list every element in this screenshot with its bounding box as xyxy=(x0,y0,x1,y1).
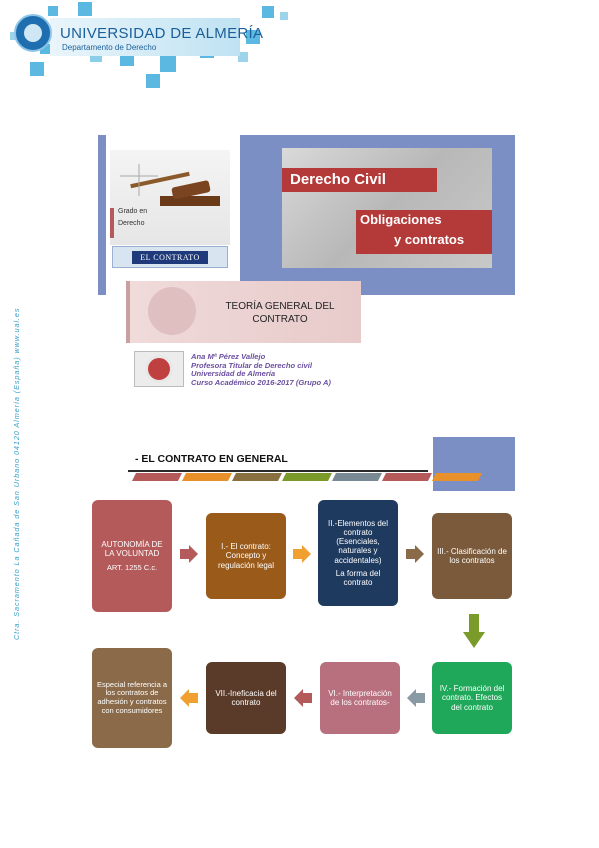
photo-caption-line2: Derecho xyxy=(118,220,145,227)
arrow-right-icon xyxy=(406,545,424,563)
flow-box-ineficacia: VII.-Ineficacia del contrato xyxy=(206,662,286,734)
arrow-right-icon xyxy=(180,545,198,563)
header-decoration xyxy=(30,62,44,76)
header-decoration xyxy=(280,12,288,20)
author-name: Ana Mª Pérez Vallejo xyxy=(191,352,266,361)
flow-box-clasificacion-text: III.- Clasificación de los contratos xyxy=(437,546,507,565)
seal-watermark-icon xyxy=(148,287,196,335)
flow-box-concepto-text: I.- El contrato: Concepto y regulación l… xyxy=(217,542,275,570)
arrow-down-icon xyxy=(463,614,485,648)
department-name: Departamento de Derecho xyxy=(62,43,157,52)
header-decoration xyxy=(160,56,176,72)
university-name: UNIVERSIDAD DE ALMERÍA xyxy=(60,25,264,42)
banner-image: Derecho Civil Obligaciones y contratos xyxy=(282,148,492,268)
flow-box-interpretacion-text: VI.- Interpretación de los contratos- xyxy=(328,688,392,707)
el-contrato-badge: EL CONTRATO xyxy=(112,246,228,268)
header-decoration xyxy=(48,6,58,16)
banner-subtitle-bg xyxy=(356,210,492,254)
header-decoration xyxy=(262,6,274,18)
author-block: Ana Mª Pérez Vallejo Profesora Titular d… xyxy=(191,352,331,387)
flow-box-elementos-forma: La forma del contrato xyxy=(335,568,381,587)
header-decoration xyxy=(146,74,160,88)
section-header-panel xyxy=(433,437,515,491)
teoria-title-line2: CONTRATO xyxy=(252,314,308,325)
flow-box-ineficacia-text: VII.-Ineficacia del contrato xyxy=(215,688,277,707)
photo-caption-line1: Grado en xyxy=(118,208,148,215)
flow-box-autonomia: AUTONOMÍA DE LA VOLUNTAD ART. 1255 C.c. xyxy=(92,500,172,612)
flow-box-elementos: II.-Elementos del contrato (Esenciales, … xyxy=(318,500,398,606)
author-university: Universidad de Almería xyxy=(191,369,276,379)
flow-box-formacion-text: IV.- Formación del contrato. Efectos del… xyxy=(439,684,505,712)
flow-box-especial-text: Especial referencia a los contratos de a… xyxy=(96,679,168,715)
university-seal-icon xyxy=(14,14,52,52)
teoria-title-line1: TEORÍA GENERAL DEL xyxy=(225,301,335,312)
flow-box-interpretacion: VI.- Interpretación de los contratos- xyxy=(320,662,400,734)
section-underline xyxy=(128,470,428,472)
author-position: Profesora Titular de Derecho civil xyxy=(191,360,312,370)
banner-title: Derecho Civil xyxy=(290,171,386,188)
author-course: Curso Académico 2016-2017 (Grupo A) xyxy=(191,377,331,387)
header-band xyxy=(50,18,240,56)
teoria-panel: TEORÍA GENERAL DEL CONTRATO xyxy=(126,281,361,343)
header-decoration xyxy=(246,30,260,44)
header-decoration xyxy=(78,2,92,16)
color-stripe xyxy=(128,470,488,488)
flow-box-concepto: I.- El contrato: Concepto y regulación l… xyxy=(206,513,286,599)
gavel-icon xyxy=(120,164,220,206)
section-title: - EL CONTRATO EN GENERAL xyxy=(135,453,288,465)
cover-left-stripe xyxy=(98,135,106,295)
header-decoration xyxy=(238,52,248,62)
header-decoration xyxy=(40,44,50,54)
banner-title-bg xyxy=(282,168,437,192)
address-side-text: Ctra. Sacramento La Cañada de San Urbano… xyxy=(12,307,21,640)
flow-box-autonomia-title: AUTONOMÍA DE LA VOLUNTAD xyxy=(101,539,163,558)
el-contrato-label: EL CONTRATO xyxy=(132,250,208,264)
arrow-left-icon xyxy=(407,689,425,707)
flow-box-clasificacion: III.- Clasificación de los contratos xyxy=(432,513,512,599)
flow-box-formacion: IV.- Formación del contrato. Efectos del… xyxy=(432,662,512,734)
flow-box-elementos-text: II.-Elementos del contrato (Esenciales, … xyxy=(327,518,389,565)
arrow-right-icon xyxy=(293,545,311,563)
photo-caption xyxy=(110,208,114,238)
header: UNIVERSIDAD DE ALMERÍA Departamento de D… xyxy=(0,0,599,90)
flow-box-especial: Especial referencia a los contratos de a… xyxy=(92,648,172,748)
author-seal-icon xyxy=(134,351,184,387)
banner-subtitle-line1: Obligaciones xyxy=(360,212,442,227)
banner-subtitle-line2: y contratos xyxy=(394,232,465,247)
flow-box-autonomia-ref: ART. 1255 C.c. xyxy=(106,562,158,572)
arrow-left-icon xyxy=(294,689,312,707)
gavel-image: Grado en Derecho xyxy=(110,150,230,245)
arrow-left-icon xyxy=(180,689,198,707)
